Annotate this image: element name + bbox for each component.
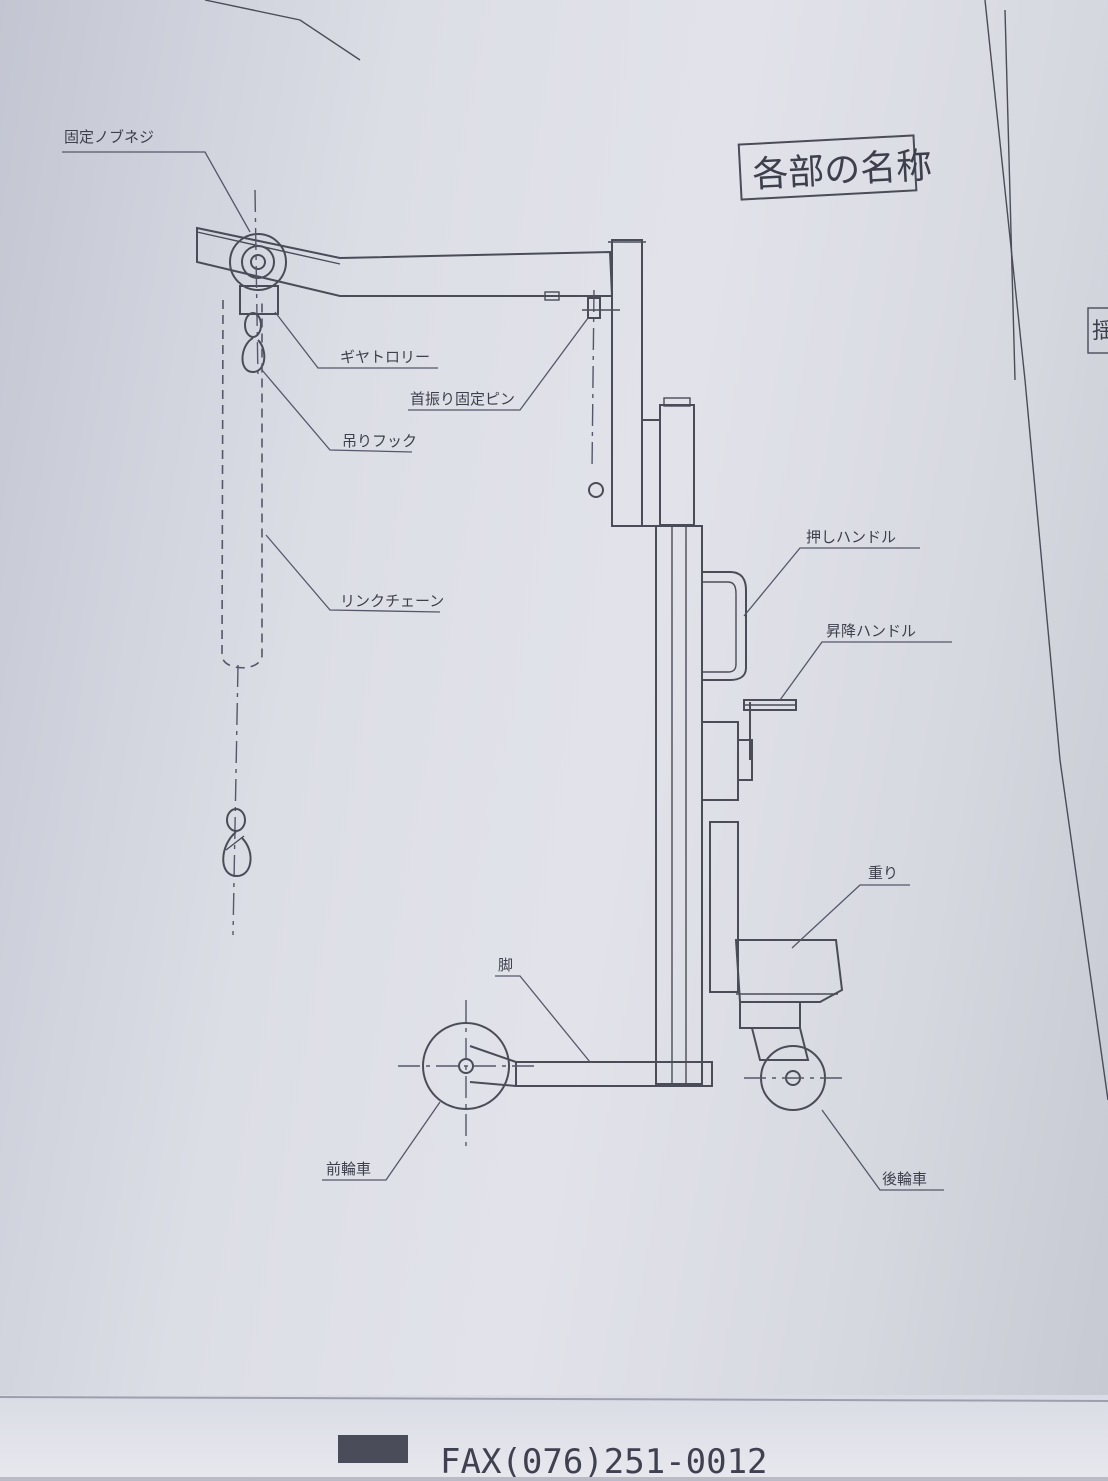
leader-link-chain xyxy=(265,534,441,613)
leader-push-handle xyxy=(743,547,920,617)
lower-hook xyxy=(222,808,252,878)
label-swing-fixing-pin: 首振り固定ピン xyxy=(410,390,515,408)
label-fixing-knob-screw: 固定ノブネジ xyxy=(64,128,154,146)
side-fragment-box: 揺 xyxy=(1087,307,1108,354)
lift-winch xyxy=(701,699,797,801)
page-fold-line xyxy=(984,0,1108,1101)
leader-gear-trolley xyxy=(274,311,438,369)
rear-caster xyxy=(744,1027,846,1111)
label-rear-wheel: 後輪車 xyxy=(882,1170,927,1188)
label-weight: 重り xyxy=(868,864,898,882)
label-link-chain: リンクチェーン xyxy=(340,592,444,610)
page-top-line xyxy=(204,0,361,61)
link-chain xyxy=(221,299,263,669)
gear-trolley xyxy=(229,189,287,381)
leader-lift-handle xyxy=(779,641,952,701)
upper-hook xyxy=(241,312,266,374)
leader-hanging-hook xyxy=(261,369,413,453)
page-border-line xyxy=(1004,9,1016,381)
side-fragment-text: 揺 xyxy=(1092,319,1108,344)
label-lift-handle: 昇降ハンドル xyxy=(826,622,916,640)
leader-weight xyxy=(791,884,910,949)
front-wheel xyxy=(398,1000,536,1150)
fax-number-fragment: FAX(076)251-0012 xyxy=(440,1442,768,1477)
leader-rear-wheel xyxy=(821,1109,944,1191)
label-front-wheel: 前輪車 xyxy=(326,1160,371,1178)
leader-front-wheel xyxy=(322,1101,441,1181)
leader-fixing-knob-screw xyxy=(62,151,251,233)
bottom-paper-flap: FAX(076)251-0012 xyxy=(0,1395,1108,1481)
label-leg: 脚 xyxy=(498,956,513,974)
push-handle xyxy=(702,571,747,681)
label-gear-trolley: ギヤトロリー xyxy=(340,348,430,366)
mast xyxy=(582,239,703,1085)
chain-centerline xyxy=(232,664,239,936)
leader-leg xyxy=(495,975,591,1063)
title-box: 各部の名称 xyxy=(737,134,933,201)
label-hanging-hook: 吊りフック xyxy=(342,432,417,450)
page-title: 各部の名称 xyxy=(751,146,933,196)
label-push-handle: 押しハンドル xyxy=(806,528,896,546)
counterweight xyxy=(709,821,844,1029)
leader-swing-pin xyxy=(408,317,589,411)
